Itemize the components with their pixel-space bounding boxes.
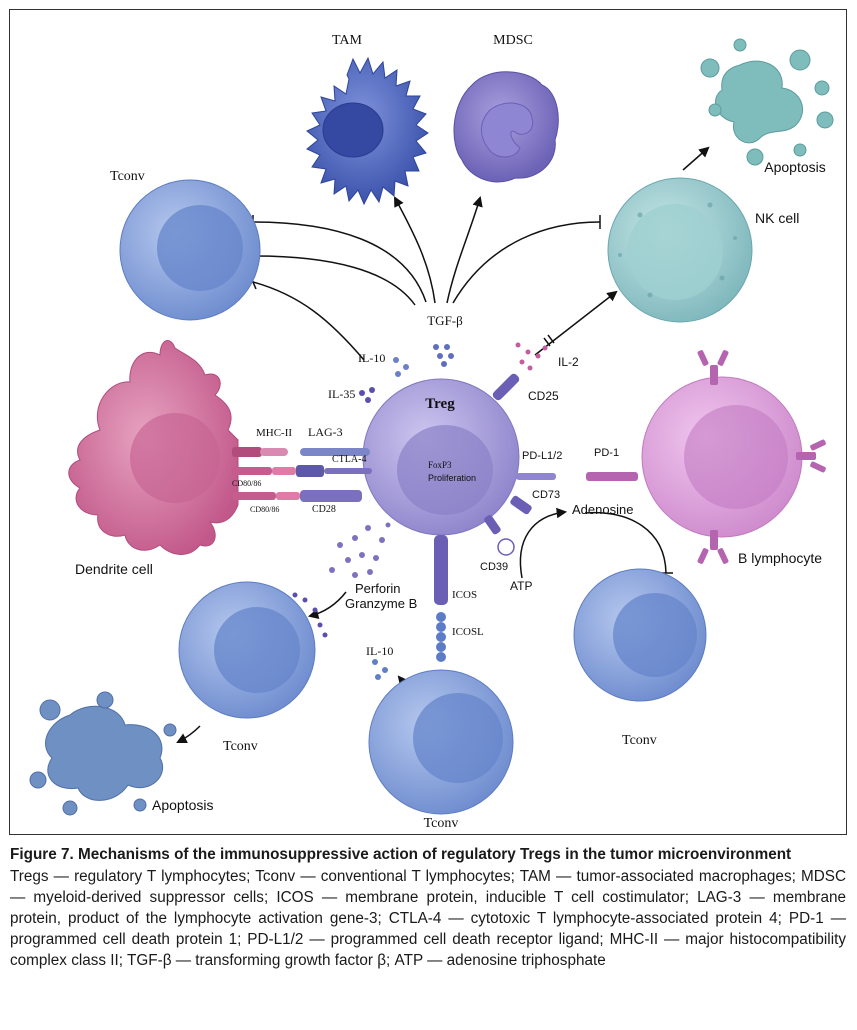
arrow-to-apoptosis-top	[682, 146, 710, 171]
b-lymphocyte	[641, 376, 803, 538]
label-proliferation: Proliferation	[428, 473, 476, 483]
label-treg: Treg	[425, 396, 455, 412]
label-b-lymphocyte: B lymphocyte	[738, 550, 822, 566]
label-dendrite-cell: Dendrite cell	[75, 561, 153, 577]
label-ctla4: CTLA-4	[332, 454, 366, 465]
diagram-figure: TAM MDSC Apoptosis Tconv NK cell TGF-β I…	[9, 9, 847, 835]
arrow-perforin-tconv	[307, 591, 347, 620]
tconv-cell-bottom-right	[573, 568, 707, 702]
dendritic-cell	[68, 340, 239, 555]
label-il2: IL-2	[558, 355, 579, 369]
receptor-cd80-ctla4	[232, 465, 372, 477]
arrow-atp-adenosine	[519, 507, 568, 579]
label-mhc2: MHC-II	[256, 427, 292, 439]
dots-il10	[393, 357, 409, 377]
tam-nucleus	[322, 102, 384, 158]
label-tconv-top: Tconv	[110, 169, 145, 184]
treg-cell	[362, 378, 520, 536]
dots-il10-bottom	[372, 659, 388, 680]
inhibit-tconv-top-3	[252, 281, 365, 361]
label-tconv-bottom-left: Tconv	[223, 739, 258, 754]
dots-il35	[359, 387, 375, 403]
label-icos: ICOS	[452, 589, 477, 601]
label-adenosine: Adenosine	[572, 502, 633, 517]
apoptotic-cell-top	[700, 38, 834, 166]
label-atp: ATP	[510, 579, 532, 593]
label-pdl1-2: PD-L1/2	[522, 450, 562, 462]
receptor-cd73	[510, 495, 532, 515]
arrow-to-tam	[394, 196, 436, 304]
caption-title: Figure 7. Mechanisms of the immunosuppre…	[10, 846, 792, 863]
label-il35: IL-35	[328, 387, 355, 401]
figure-caption: Figure 7. Mechanisms of the immunosuppre…	[10, 845, 846, 971]
arrow-to-apoptosis-bottom	[176, 725, 201, 743]
label-apoptosis-top: Apoptosis	[764, 159, 825, 175]
receptor-cd25	[492, 373, 520, 401]
receptor-icos-icosl	[434, 535, 448, 662]
label-tconv-bottom-center: Tconv	[424, 816, 459, 831]
label-tam: TAM	[332, 33, 363, 48]
label-granzyme: Granzyme B	[345, 596, 417, 611]
dots-perforin-near-tconv	[292, 592, 328, 638]
label-perforin: Perforin	[355, 581, 401, 596]
nk-cell	[607, 177, 753, 323]
receptor-pdl1-pd1	[516, 472, 638, 481]
mdsc-cell	[453, 71, 559, 183]
tam-cell	[306, 56, 429, 206]
label-cd28: CD28	[312, 504, 336, 515]
dots-perforin	[329, 522, 391, 578]
inhibit-tconv-right	[584, 511, 667, 574]
inhibit-nk-il2	[534, 290, 618, 356]
label-lag3: LAG-3	[308, 425, 343, 439]
caption-text: Tregs — regulatory T lymphocytes; Tconv …	[10, 868, 846, 969]
label-tgf-beta: TGF-β	[427, 313, 463, 328]
label-cd80-86-a: CD80/86	[232, 479, 261, 488]
label-apoptosis-bottom: Apoptosis	[152, 797, 213, 813]
label-il10-bottom: IL-10	[366, 644, 393, 658]
receptor-cd80-cd28	[232, 490, 362, 502]
arrow-to-mdsc	[446, 195, 483, 304]
tconv-cell-bottom-left	[178, 581, 316, 719]
receptor-cd39	[484, 515, 515, 556]
label-il10-top: IL-10	[358, 351, 385, 365]
label-cd25: CD25	[528, 389, 559, 403]
label-pd1: PD-1	[594, 447, 619, 459]
label-cd39: CD39	[480, 561, 508, 573]
label-foxp3: FoxP3	[428, 460, 452, 470]
diagram-canvas: TAM MDSC Apoptosis Tconv NK cell TGF-β I…	[29, 33, 834, 831]
receptor-mhc2-lag3	[232, 447, 370, 457]
inhibit-nk	[452, 221, 601, 304]
label-cd80-86-b: CD80/86	[250, 505, 279, 514]
dots-tgf	[433, 344, 454, 367]
label-icosl: ICOSL	[452, 626, 484, 638]
tconv-cell-bottom-center	[368, 669, 514, 815]
inhibit-tconv-top-2	[254, 255, 416, 306]
b-cell-antibodies	[697, 350, 826, 564]
label-tconv-bottom-right: Tconv	[622, 733, 657, 748]
inhibit-tconv-top-1	[252, 221, 427, 303]
dots-il2	[515, 342, 548, 371]
label-nk-cell: NK cell	[755, 210, 799, 226]
label-mdsc: MDSC	[493, 33, 533, 48]
tconv-cell-top	[119, 179, 261, 321]
apoptotic-cell-bottom	[29, 691, 177, 816]
label-cd73: CD73	[532, 489, 560, 501]
mdsc-nucleus	[481, 102, 534, 158]
